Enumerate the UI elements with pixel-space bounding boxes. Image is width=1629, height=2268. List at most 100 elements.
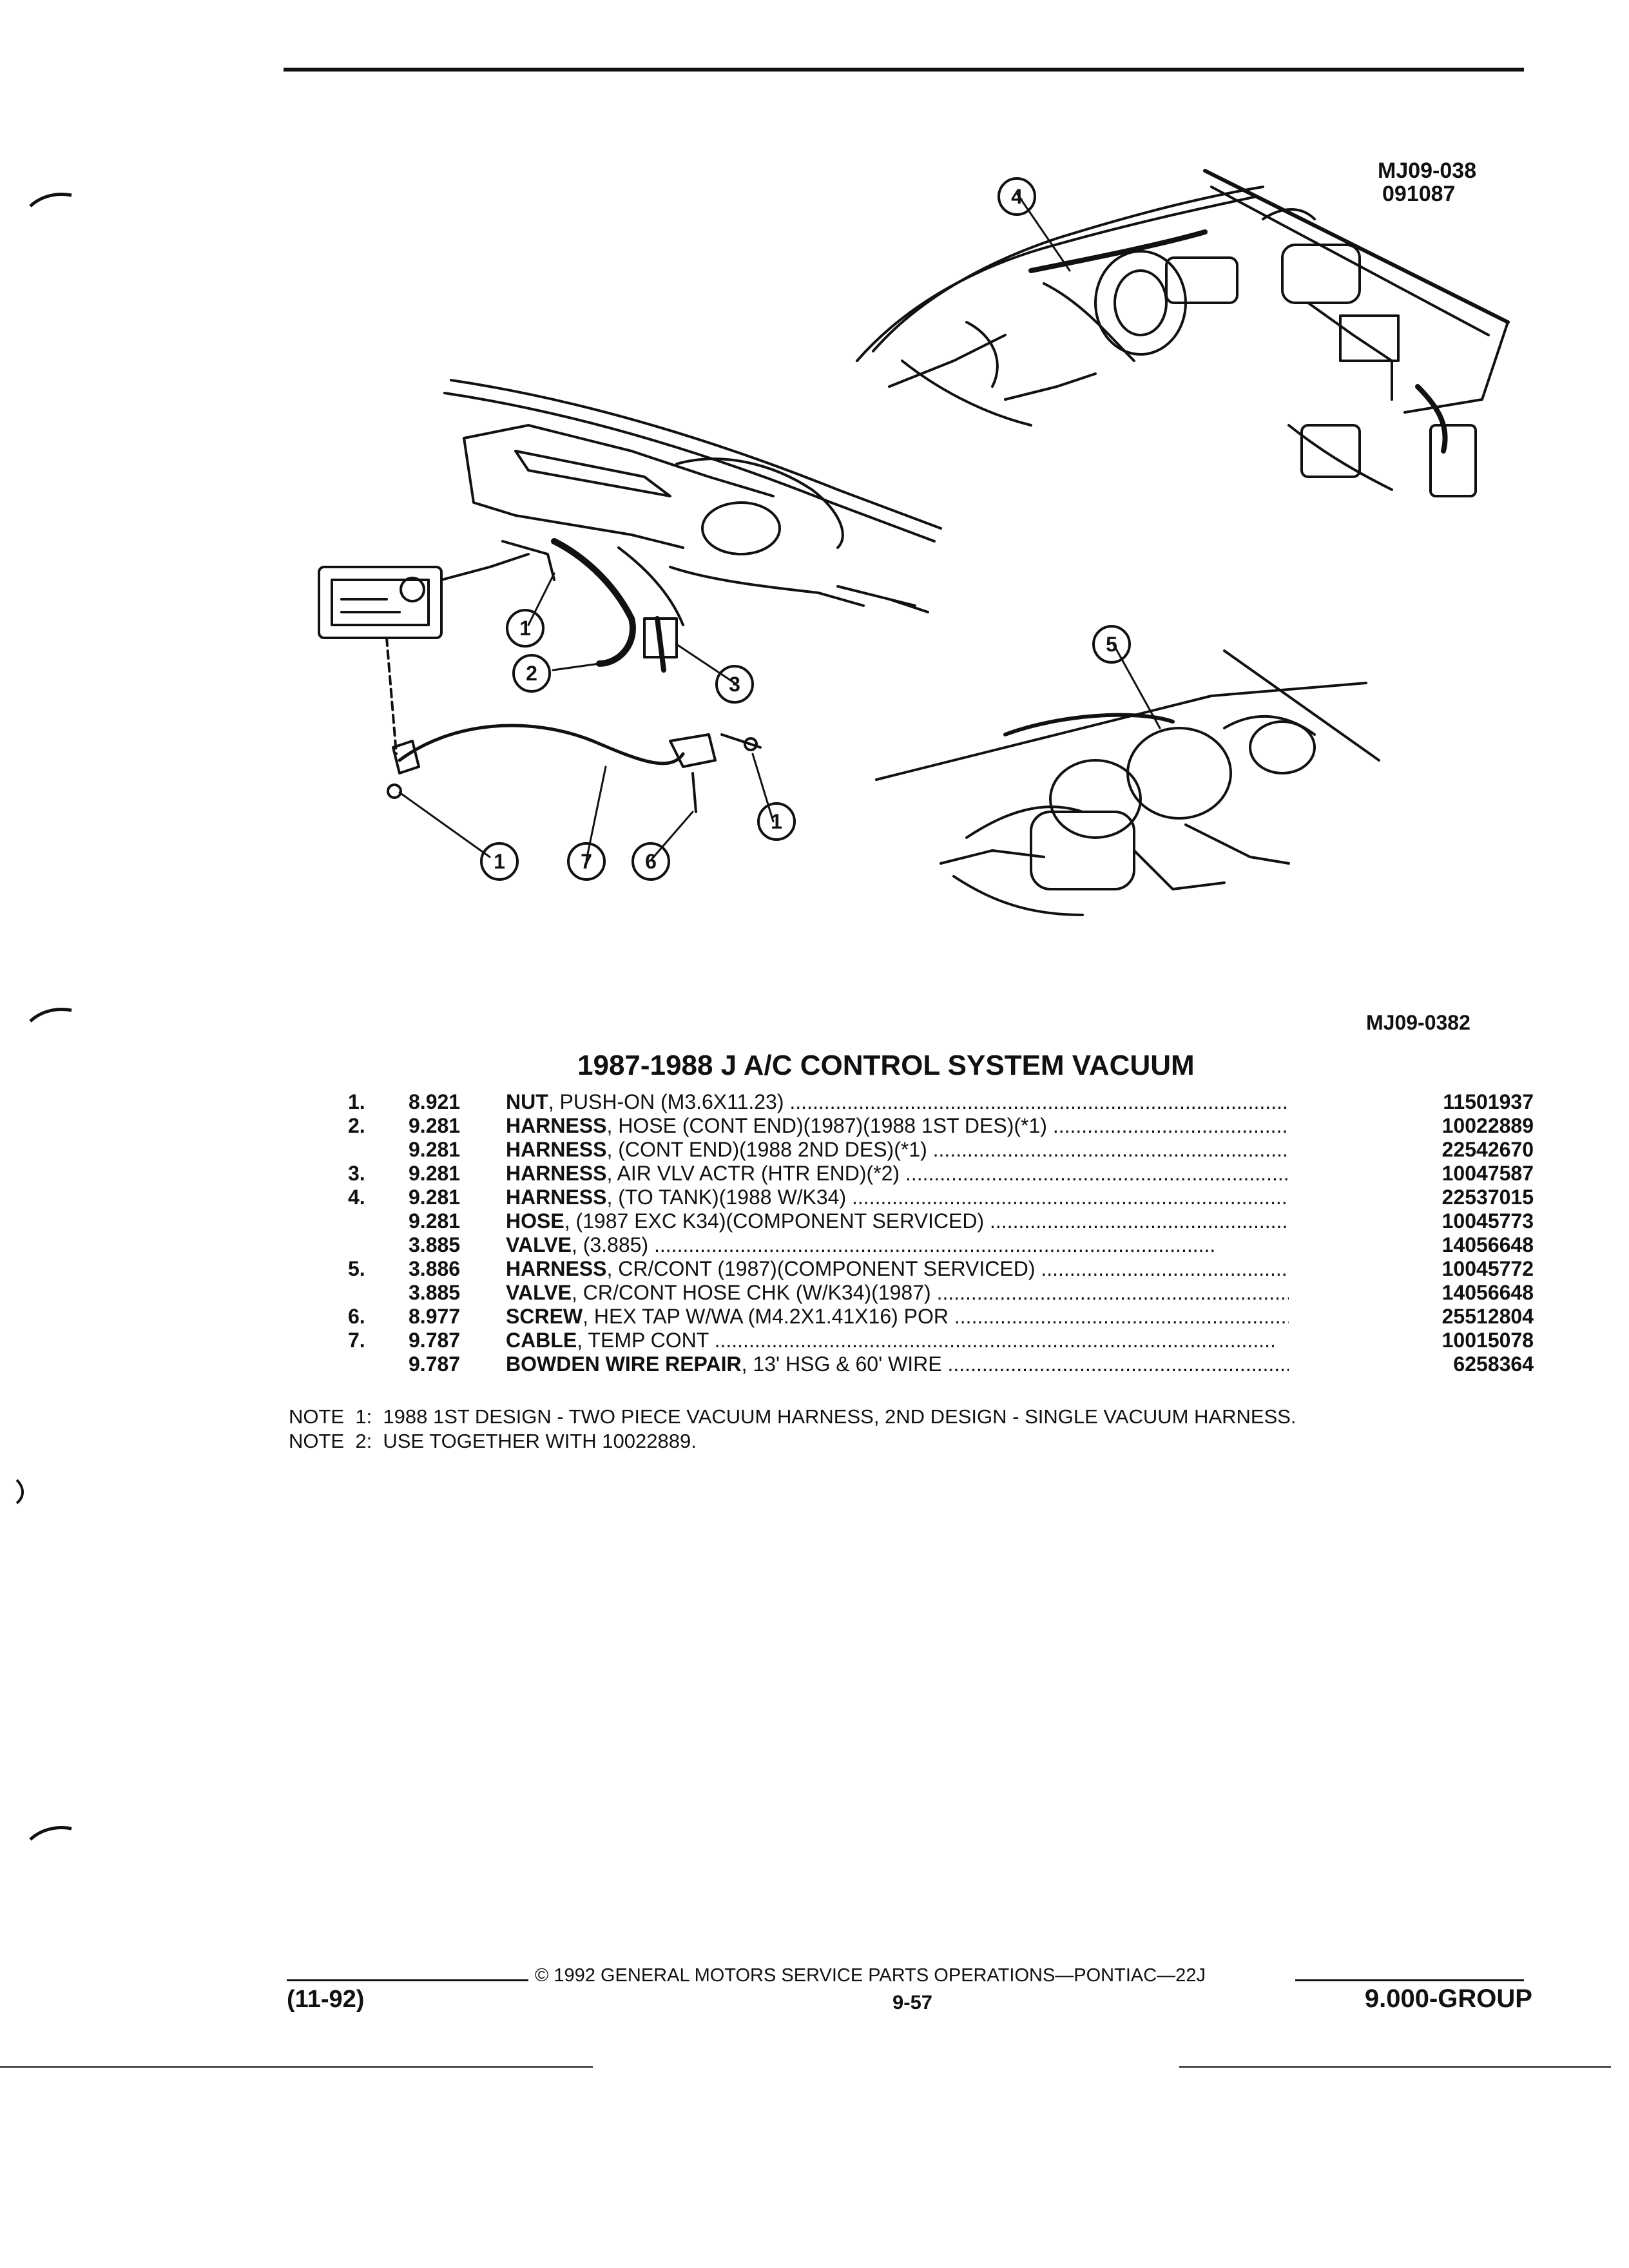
item-detail: , (CONT END)(1988 2ND DES)(*1) [606,1138,927,1161]
item-index: 1. [348,1090,365,1113]
item-detail: , PUSH-ON (M3.6X11.23) [548,1090,784,1113]
item-name: NUT [506,1090,548,1113]
bottom-rule-left [0,2066,593,2068]
bottom-rule-right [1179,2066,1611,2068]
item-description: HARNESS, (TO TANK)(1988 W/K34) .........… [506,1186,1289,1209]
margin-mark-paren [15,1479,24,1504]
item-group: 3.885 [409,1281,461,1304]
item-name: BOWDEN WIRE REPAIR [506,1352,742,1376]
item-description: HARNESS, (CONT END)(1988 2ND DES)(*1) ..… [506,1138,1289,1161]
temp-cable-drawing [387,724,762,813]
item-detail: , (1987 EXC K34)(COMPONENT SERVICED) [564,1209,985,1233]
item-name: SCREW [506,1305,583,1328]
page-title: 1987-1988 J A/C CONTROL SYSTEM VACUUM [577,1050,1195,1081]
item-part-number: 10015078 [1405,1329,1534,1352]
item-description: NUT, PUSH-ON (M3.6X11.23) ..............… [506,1090,1289,1113]
item-name: HARNESS [506,1186,607,1209]
footer-copyright: © 1992 GENERAL MOTORS SERVICE PARTS OPER… [535,1965,1206,1986]
list-item: 4. 9.281 HARNESS, (TO TANK)(1988 W/K34) ..… [271,1186,1534,1209]
item-detail: , HOSE (CONT END)(1987)(1988 1ST DES)(*1… [606,1114,1047,1137]
callout-1b: 1 [494,850,505,873]
callout-6: 6 [645,850,657,873]
list-item: 9.281 HOSE, (1987 EXC K34)(COMPONENT SERV… [271,1209,1534,1233]
item-group: 9.281 [409,1186,461,1209]
item-part-number: 10022889 [1405,1114,1534,1138]
item-detail: , HEX TAP W/WA (M4.2X1.41X16) POR [583,1305,949,1328]
item-name: VALVE [506,1233,572,1256]
callout-2: 2 [526,662,537,685]
callout-4: 4 [1011,185,1023,208]
item-part-number: 22542670 [1405,1138,1534,1162]
callout-1c: 1 [771,810,782,833]
item-name: HOSE [506,1209,564,1233]
item-index: 6. [348,1305,365,1328]
figure-id-top: MJ09-038 [1378,159,1477,183]
item-detail: , CR/CONT (1987)(COMPONENT SERVICED) [606,1257,1036,1280]
item-description: HARNESS, HOSE (CONT END)(1987)(1988 1ST … [506,1114,1289,1137]
item-detail: , (TO TANK)(1988 W/K34) [606,1186,847,1209]
callout-circles [480,177,1131,881]
item-part-number: 6258364 [1405,1352,1534,1376]
item-group: 9.281 [409,1162,461,1185]
item-part-number: 14056648 [1405,1233,1534,1257]
item-detail: , TEMP CONT [577,1329,709,1352]
list-item: 9.787 BOWDEN WIRE REPAIR, 13' HSG & 60' W… [271,1352,1534,1376]
footer-date: (11-92) [287,1986,365,2013]
footer-rule-left [287,1979,528,1981]
parts-illustration: 4 5 1 2 3 1 7 6 1 [318,169,1510,916]
item-group: 9.281 [409,1114,461,1137]
list-item: 3.885 VALVE, CR/CONT HOSE CHK (W/K34)(198… [271,1281,1534,1305]
item-description: CABLE, TEMP CONT .......................… [506,1329,1276,1352]
item-group: 3.885 [409,1233,461,1256]
item-part-number: 10045773 [1405,1209,1534,1233]
item-description: VALVE, (3.885) .........................… [506,1233,1216,1256]
figure-id-top-date: 091087 [1382,182,1456,206]
item-part-number: 22537015 [1405,1186,1534,1209]
figure-id-bottom: MJ09-0382 [1366,1011,1470,1034]
item-description: HARNESS, AIR VLV ACTR (HTR END)(*2) ....… [506,1162,1289,1185]
callout-1a: 1 [519,617,531,640]
item-name: HARNESS [506,1114,607,1137]
callout-7: 7 [581,850,592,873]
item-description: BOWDEN WIRE REPAIR, 13' HSG & 60' WIRE .… [506,1352,1289,1376]
hvac-module-drawing [318,379,942,755]
item-name: HARNESS [506,1257,607,1280]
item-index: 2. [348,1114,365,1137]
margin-mark-2 [29,1008,72,1023]
item-index: 7. [348,1329,365,1352]
footer-page-number: 9-57 [892,1991,933,2013]
notes: NOTE 1: 1988 1ST DESIGN - TWO PIECE VACU… [289,1405,1296,1454]
item-description: HARNESS, CR/CONT (1987)(COMPONENT SERVIC… [506,1257,1289,1280]
item-part-number: 11501937 [1405,1090,1534,1114]
item-name: HARNESS [506,1138,607,1161]
item-detail: , (3.885) [571,1233,649,1256]
item-detail: , 13' HSG & 60' WIRE [741,1352,942,1376]
engine-bay-drawing [856,169,1510,497]
item-description: VALVE, CR/CONT HOSE CHK (W/K34)(1987) ..… [506,1281,1289,1304]
item-index: 4. [348,1186,365,1209]
item-name: VALVE [506,1281,572,1304]
item-group: 8.977 [409,1305,461,1328]
item-group: 9.787 [409,1329,461,1352]
footer-group: 9.000-GROUP [1364,1984,1532,2013]
item-part-number: 10047587 [1405,1162,1534,1186]
item-detail: , AIR VLV ACTR (HTR END)(*2) [606,1162,900,1185]
callout-3: 3 [729,673,740,696]
parts-list: 1. 8.921 NUT, PUSH-ON (M3.6X11.23) .......… [271,1090,1534,1376]
engine-lower-drawing [875,649,1380,916]
margin-mark-1 [29,193,72,207]
item-name: CABLE [506,1329,577,1352]
item-group: 9.281 [409,1209,461,1233]
item-part-number: 10045772 [1405,1257,1534,1281]
list-item: 2. 9.281 HARNESS, HOSE (CONT END)(1987)(19… [271,1114,1534,1138]
item-group: 8.921 [409,1090,461,1113]
item-part-number: 25512804 [1405,1305,1534,1329]
margin-mark-3 [29,1826,72,1841]
list-item: 1. 8.921 NUT, PUSH-ON (M3.6X11.23) .......… [271,1090,1534,1114]
item-group: 9.787 [409,1352,461,1376]
item-part-number: 14056648 [1405,1281,1534,1305]
item-detail: , CR/CONT HOSE CHK (W/K34)(1987) [571,1281,931,1304]
